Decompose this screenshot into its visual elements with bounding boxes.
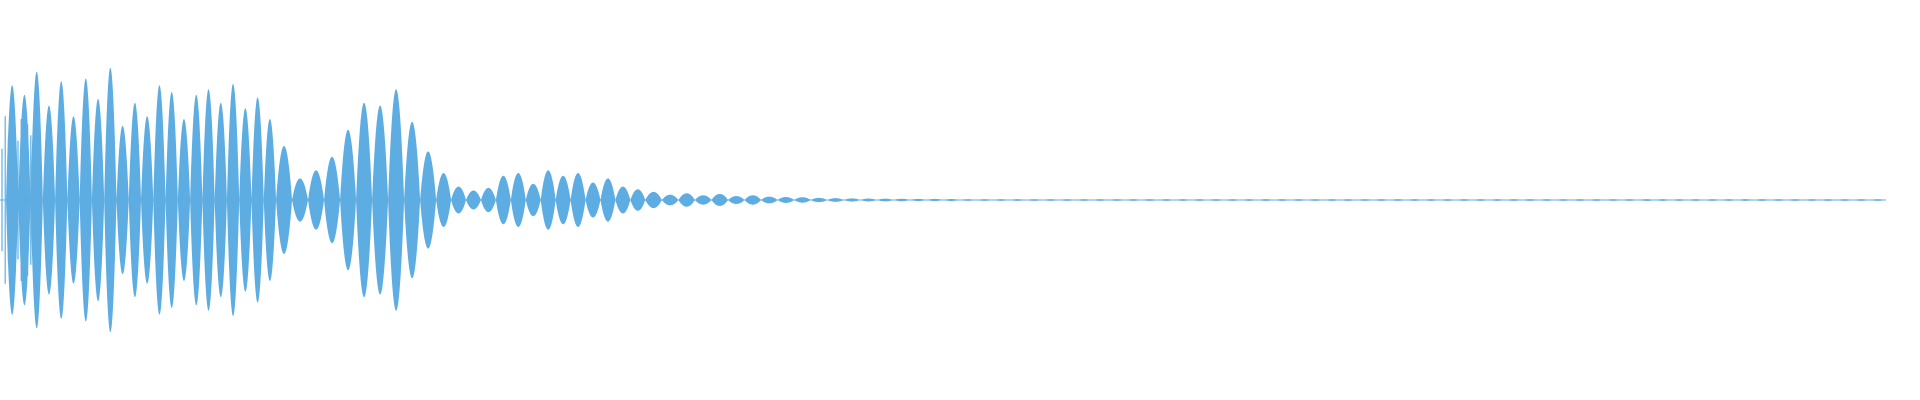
- waveform-display[interactable]: [0, 0, 1920, 400]
- waveform-view[interactable]: [0, 0, 1920, 400]
